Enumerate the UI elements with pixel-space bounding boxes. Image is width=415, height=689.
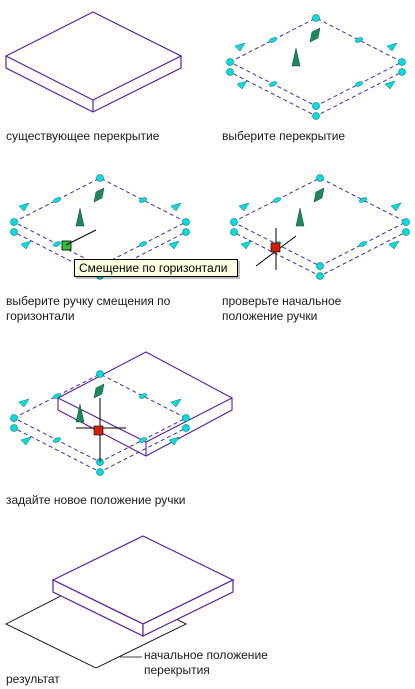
edge-grip[interactable] <box>355 36 364 43</box>
vertex-grip[interactable] <box>402 228 410 236</box>
vertical-offset-grip[interactable] <box>291 47 301 67</box>
edge-grip[interactable] <box>53 240 62 247</box>
top-offset-grip[interactable] <box>313 187 325 203</box>
edge-offset-grip[interactable] <box>240 240 252 250</box>
edge-grip[interactable] <box>139 196 148 203</box>
vertex-grip[interactable] <box>316 262 324 270</box>
vertex-grip[interactable] <box>10 218 18 226</box>
edge-offset-grip[interactable] <box>20 240 32 250</box>
caption-existing-slab: существующее перекрытие <box>6 129 160 143</box>
hovered-grip[interactable] <box>61 240 72 251</box>
vertex-grip[interactable] <box>226 68 234 76</box>
edge-grip[interactable] <box>359 196 368 203</box>
vertex-grip[interactable] <box>182 218 190 226</box>
edge-grip[interactable] <box>53 392 62 399</box>
edge-offset-grip[interactable] <box>384 80 396 90</box>
edge-offset-grip[interactable] <box>20 436 32 446</box>
edge-offset-grip[interactable] <box>18 398 30 408</box>
edge-offset-grip[interactable] <box>168 240 180 250</box>
vertex-grip[interactable] <box>230 218 238 226</box>
vertex-grip[interactable] <box>10 414 18 422</box>
caption-check-grip-start: проверьте начальное положение ручки <box>222 294 342 323</box>
edge-offset-grip[interactable] <box>238 202 250 212</box>
vertex-grip[interactable] <box>398 58 406 66</box>
check-grip-start-drawing <box>230 174 410 280</box>
vertex-grip[interactable] <box>230 228 238 236</box>
edge-offset-grip[interactable] <box>18 202 30 212</box>
edge-offset-grip[interactable] <box>236 80 248 90</box>
vertex-grip[interactable] <box>312 14 320 22</box>
edge-offset-grip[interactable] <box>170 398 182 408</box>
set-new-grip-drawing <box>10 351 234 476</box>
top-offset-grip[interactable] <box>93 187 105 203</box>
edge-grip[interactable] <box>139 436 148 443</box>
vertical-offset-grip[interactable] <box>75 403 85 423</box>
edge-offset-grip[interactable] <box>234 42 246 52</box>
caption-result: результат <box>6 672 60 686</box>
edge-grip[interactable] <box>273 196 282 203</box>
vertex-grip[interactable] <box>96 468 104 476</box>
caption-original-slab-position: начальное положение перекрытия <box>144 648 268 677</box>
selected-grip[interactable] <box>270 242 281 253</box>
edge-offset-grip[interactable] <box>170 202 182 212</box>
edge-grip[interactable] <box>53 436 62 443</box>
vertex-grip[interactable] <box>312 112 320 120</box>
vertex-grip[interactable] <box>182 228 190 236</box>
result-drawing <box>4 535 235 669</box>
existing-slab-drawing <box>4 11 183 113</box>
vertex-grip[interactable] <box>182 414 190 422</box>
vertex-grip[interactable] <box>10 228 18 236</box>
vertex-grip[interactable] <box>316 272 324 280</box>
edge-offset-grip[interactable] <box>168 436 180 446</box>
edge-grip[interactable] <box>53 196 62 203</box>
edge-offset-grip[interactable] <box>390 202 402 212</box>
edge-grip[interactable] <box>139 392 148 399</box>
vertical-offset-grip[interactable] <box>295 207 305 227</box>
edge-grip[interactable] <box>139 240 148 247</box>
vertex-grip[interactable] <box>226 58 234 66</box>
edge-offset-grip[interactable] <box>386 42 398 52</box>
edge-grip[interactable] <box>355 80 364 87</box>
vertex-grip[interactable] <box>312 102 320 110</box>
caption-select-slab: выберите перекрытие <box>222 129 346 143</box>
vertex-grip[interactable] <box>316 174 324 182</box>
edge-offset-grip[interactable] <box>388 240 400 250</box>
vertex-grip[interactable] <box>398 68 406 76</box>
vertex-grip[interactable] <box>402 218 410 226</box>
vertex-grip[interactable] <box>10 424 18 432</box>
grip-tooltip: Смещение по горизонтали <box>74 259 238 277</box>
caption-set-new-grip: задайте новое положение ручки <box>6 493 186 507</box>
selected-slab-drawing <box>226 14 406 120</box>
edge-grip[interactable] <box>269 36 278 43</box>
vertical-offset-grip[interactable] <box>75 207 85 227</box>
vertex-grip[interactable] <box>96 174 104 182</box>
edge-grip[interactable] <box>269 80 278 87</box>
dragged-grip[interactable] <box>93 425 104 436</box>
vertex-grip[interactable] <box>96 370 104 378</box>
edge-grip[interactable] <box>359 240 368 247</box>
top-offset-grip[interactable] <box>93 383 105 399</box>
top-offset-grip[interactable] <box>309 27 321 43</box>
caption-select-offset-grip: выберите ручку смещения по горизонтали <box>6 294 171 323</box>
vertex-grip[interactable] <box>182 424 190 432</box>
